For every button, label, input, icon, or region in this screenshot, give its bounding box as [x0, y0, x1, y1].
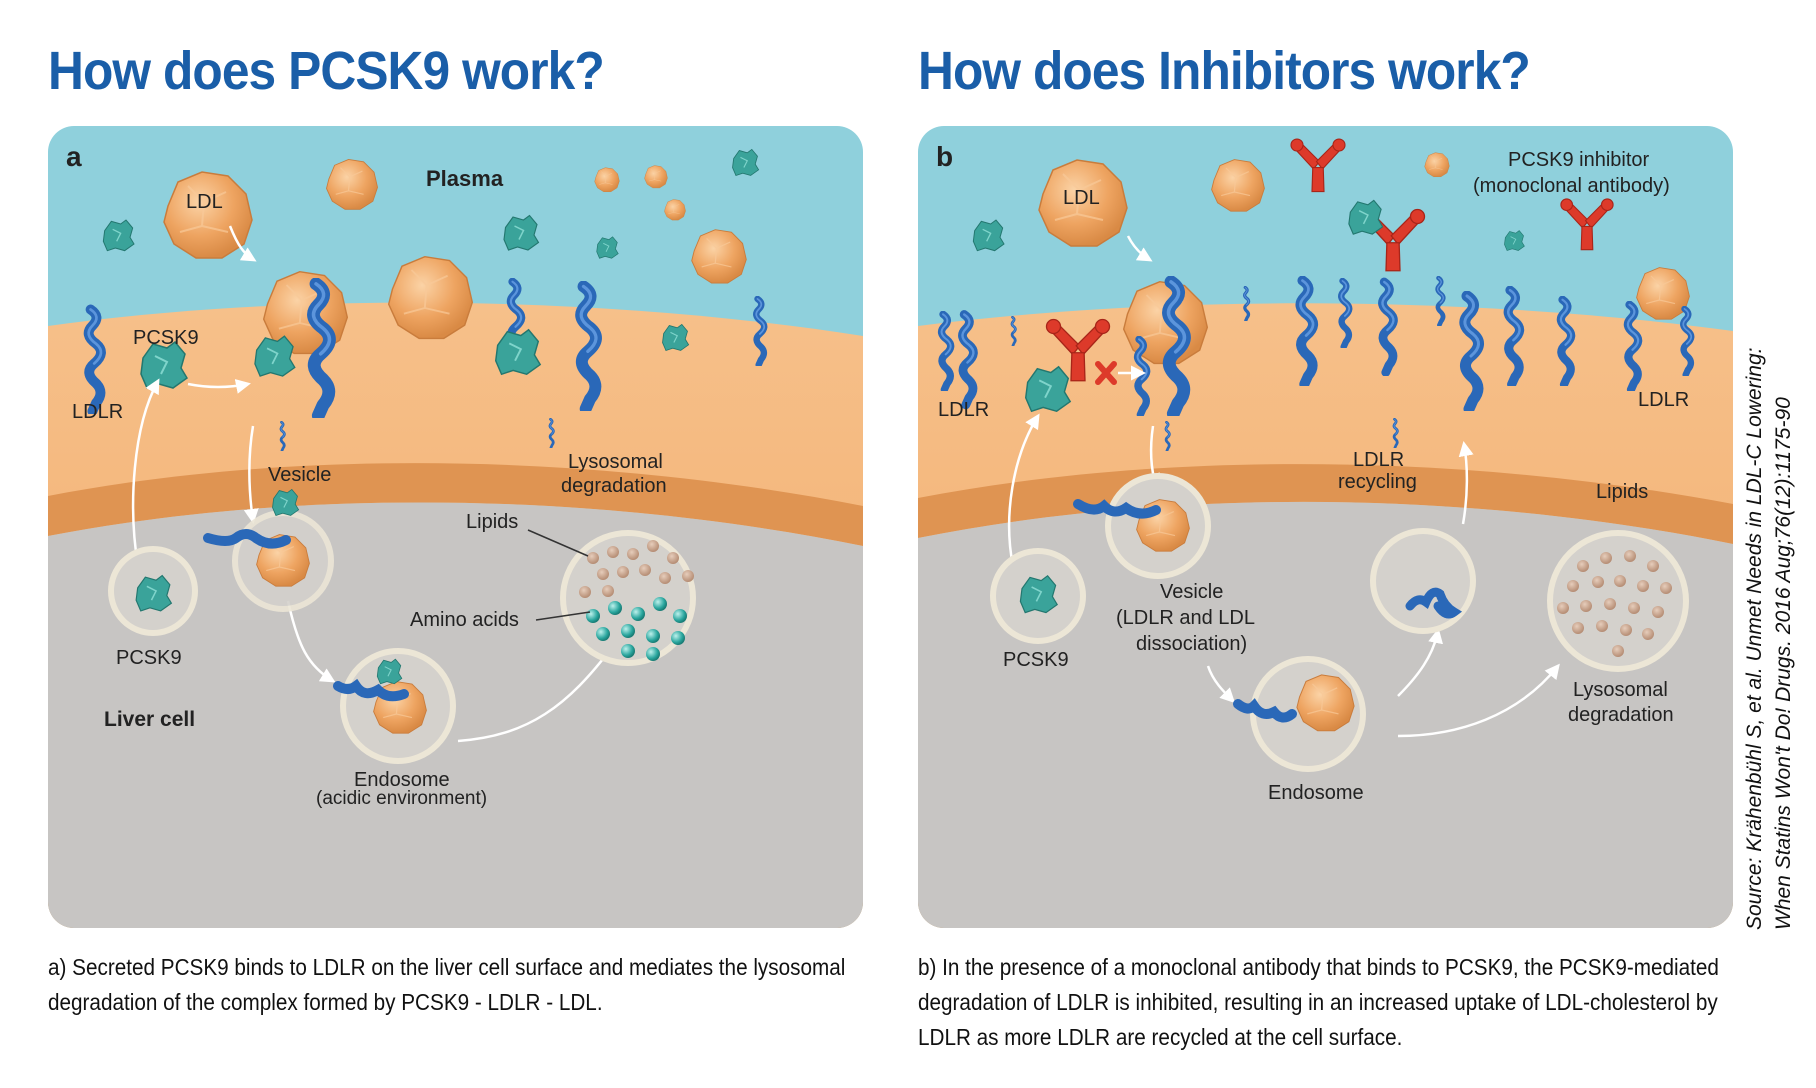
degradation-arrow — [1397, 663, 1560, 738]
lysosome — [560, 530, 696, 666]
lipid-droplets — [579, 540, 694, 598]
ldl-label: LDL — [186, 191, 223, 213]
pcsk9-inhibitor-diagram: b PCSK9 inhibitor (monoclonal antibody) … — [918, 126, 1733, 928]
lipids-leader-line — [527, 529, 589, 557]
amino-acid-beads — [586, 597, 687, 661]
panel-letter: a — [66, 141, 82, 172]
endosome-label: Endosome — [354, 769, 450, 791]
degradation-label: degradation — [561, 475, 667, 497]
binding-arrow — [228, 225, 257, 262]
secretion-arrow — [1007, 413, 1040, 567]
pcsk9-mechanism-diagram: a Plasma LDL PCSK9 LDLR — [48, 126, 863, 928]
panel-b-title: How does Inhibitors work? — [918, 41, 1531, 101]
vesicle-sublabel: (LDLR and LDL — [1116, 607, 1255, 629]
ldlr-in-endosome — [1233, 698, 1297, 723]
endosome-sublabel: (acidic environment) — [316, 788, 487, 809]
lipids-label: Lipids — [466, 511, 518, 533]
recycling-arrow — [1458, 441, 1474, 525]
binding-arrow — [187, 378, 251, 394]
membrane-inner-edge — [918, 464, 1733, 544]
recycling-sublabel: recycling — [1338, 471, 1417, 493]
degradation-label: degradation — [1568, 704, 1674, 726]
ldlr-in-endosome — [333, 678, 409, 702]
recycling-label: LDLR — [1353, 449, 1404, 471]
endosome-label: Endosome — [1268, 782, 1364, 804]
endosome-arrow — [286, 600, 336, 683]
blocked-x-icon — [1095, 361, 1146, 385]
panel-letter: b — [936, 141, 953, 172]
recycling-vesicle — [1370, 528, 1476, 634]
panel-b-caption: b) In the presence of a monoclonal antib… — [918, 954, 1719, 1050]
pcsk9-membrane-label: PCSK9 — [133, 327, 199, 349]
ldl-label: LDL — [1063, 187, 1100, 209]
panel-a-caption: a) Secreted PCSK9 binds to LDLR on the l… — [48, 954, 846, 1015]
vesicle-sublabel: dissociation) — [1136, 633, 1247, 655]
ldlr-recycled — [1405, 587, 1463, 619]
endosome-arrow — [1206, 665, 1236, 704]
internalization-arrow — [243, 425, 259, 524]
secretion-arrow — [131, 378, 160, 567]
liver-cell-label: Liver cell — [104, 708, 195, 731]
amino-acids-label: Amino acids — [410, 609, 519, 631]
membrane-inner-edge — [48, 463, 863, 546]
panel-a-title: How does PCSK9 work? — [48, 41, 605, 101]
degradation-arrow — [457, 643, 615, 743]
inhibitor-label: PCSK9 inhibitor — [1508, 149, 1650, 171]
ldlr-label: LDLR — [72, 401, 123, 423]
recycling-arrow — [1397, 628, 1443, 697]
vesicle-label: Vesicle — [1160, 581, 1223, 603]
source-citation: Source: Krähenbühl S, et al. Unmet Needs… — [1740, 330, 1798, 930]
vesicle-label: Vesicle — [268, 464, 331, 486]
ldlr-left-label: LDLR — [938, 399, 989, 421]
binding-arrow — [1126, 235, 1153, 262]
ldlr-right-label: LDLR — [1638, 389, 1689, 411]
amino-leader-line — [535, 611, 591, 621]
pcsk9-label: PCSK9 — [1003, 649, 1069, 671]
plasma-label: Plasma — [426, 166, 504, 191]
source-line-2: When Statins Won't Do! Drugs. 2016 Aug;7… — [1772, 397, 1795, 930]
lysosomal-label: Lysosomal — [568, 451, 663, 473]
pcsk9-cytoplasm-label: PCSK9 — [116, 647, 182, 669]
source-line-1: Source: Krähenbühl S, et al. Unmet Needs… — [1743, 347, 1766, 930]
lipid-droplets — [1557, 550, 1672, 657]
ldlr-in-vesicle — [203, 529, 291, 549]
ldlr-in-vesicle — [1073, 499, 1161, 519]
inhibitor-sublabel: (monoclonal antibody) — [1473, 175, 1670, 197]
lysosomal-label: Lysosomal — [1573, 679, 1668, 701]
lipids-label: Lipids — [1596, 481, 1648, 503]
